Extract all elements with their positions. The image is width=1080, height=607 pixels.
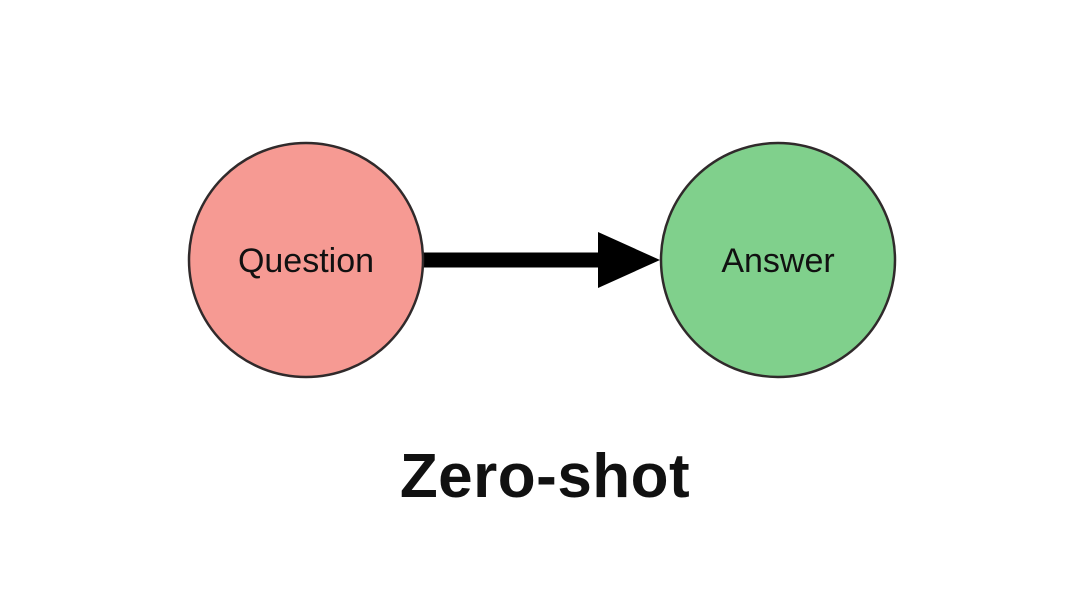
answer-circle <box>659 141 897 379</box>
question-node-label: Question <box>238 242 374 280</box>
question-circle <box>187 141 425 379</box>
diagram-title: Zero-shot <box>400 442 690 511</box>
question-node: Question <box>187 141 425 379</box>
arrow-question-to-answer <box>423 232 660 288</box>
answer-node: Answer <box>659 141 897 379</box>
answer-node-label: Answer <box>721 242 834 280</box>
arrow-head-icon <box>598 232 660 288</box>
